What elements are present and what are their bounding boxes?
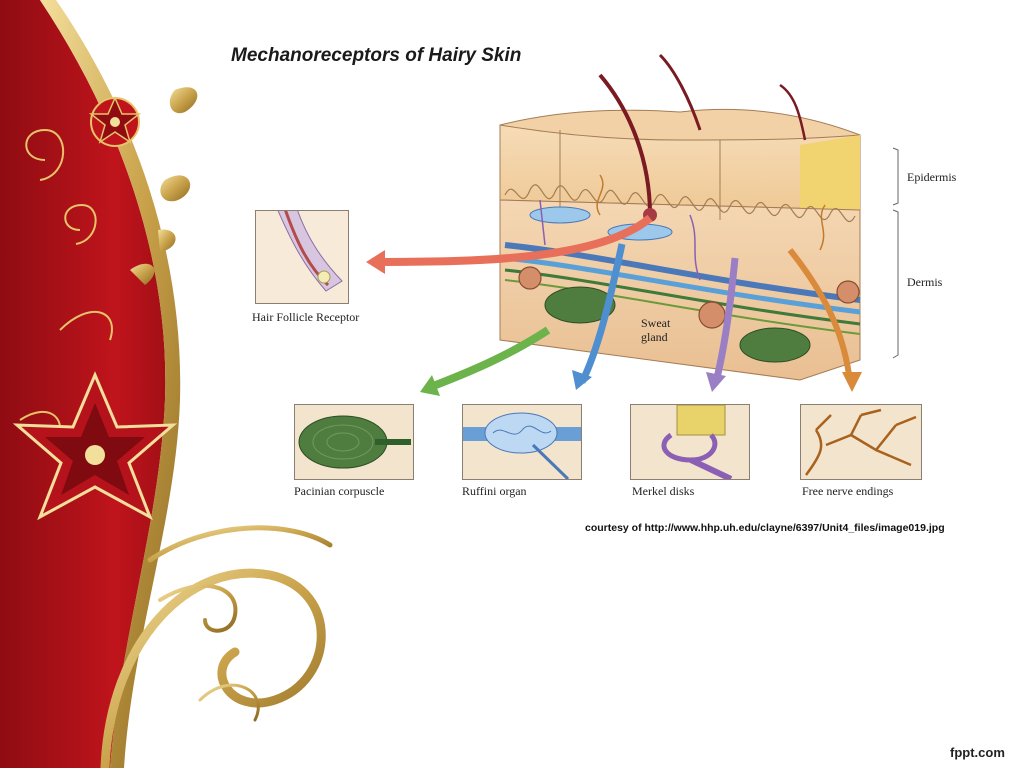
arrow-hair-follicle xyxy=(371,214,653,266)
label-pacinian-corpuscle: Pacinian corpuscle xyxy=(294,484,385,498)
label-ruffini-organ: Ruffini organ xyxy=(462,484,527,498)
label-free-nerve-endings: Free nerve endings xyxy=(802,484,894,498)
arrow-merkel xyxy=(712,257,739,383)
arrow-free-nerve xyxy=(787,248,853,383)
arrow-ruffini xyxy=(578,243,626,384)
label-dermis: Dermis xyxy=(907,275,943,289)
merkel-inset xyxy=(630,404,750,480)
image-credit: courtesy of http://www.hhp.uh.edu/clayne… xyxy=(585,522,945,534)
free-nerve-inset xyxy=(800,404,922,480)
slide-title: Mechanoreceptors of Hairy Skin xyxy=(231,45,522,66)
skin-block xyxy=(499,53,861,381)
label-sweat-gland-line2: gland xyxy=(641,330,668,344)
ruffini-inset xyxy=(462,404,582,480)
label-hair-follicle-receptor: Hair Follicle Receptor xyxy=(252,310,360,324)
label-sweat-gland-line1: Sweat xyxy=(641,316,671,330)
footer-brand: fppt.com xyxy=(950,745,1005,760)
arrow-pacinian xyxy=(426,326,551,392)
floral-template-decoration xyxy=(0,0,333,768)
label-merkel-disks: Merkel disks xyxy=(632,484,695,498)
layer-bracket xyxy=(892,147,899,359)
hair-follicle-inset xyxy=(255,210,349,304)
pacinian-inset xyxy=(294,404,414,480)
label-epidermis: Epidermis xyxy=(907,170,957,184)
